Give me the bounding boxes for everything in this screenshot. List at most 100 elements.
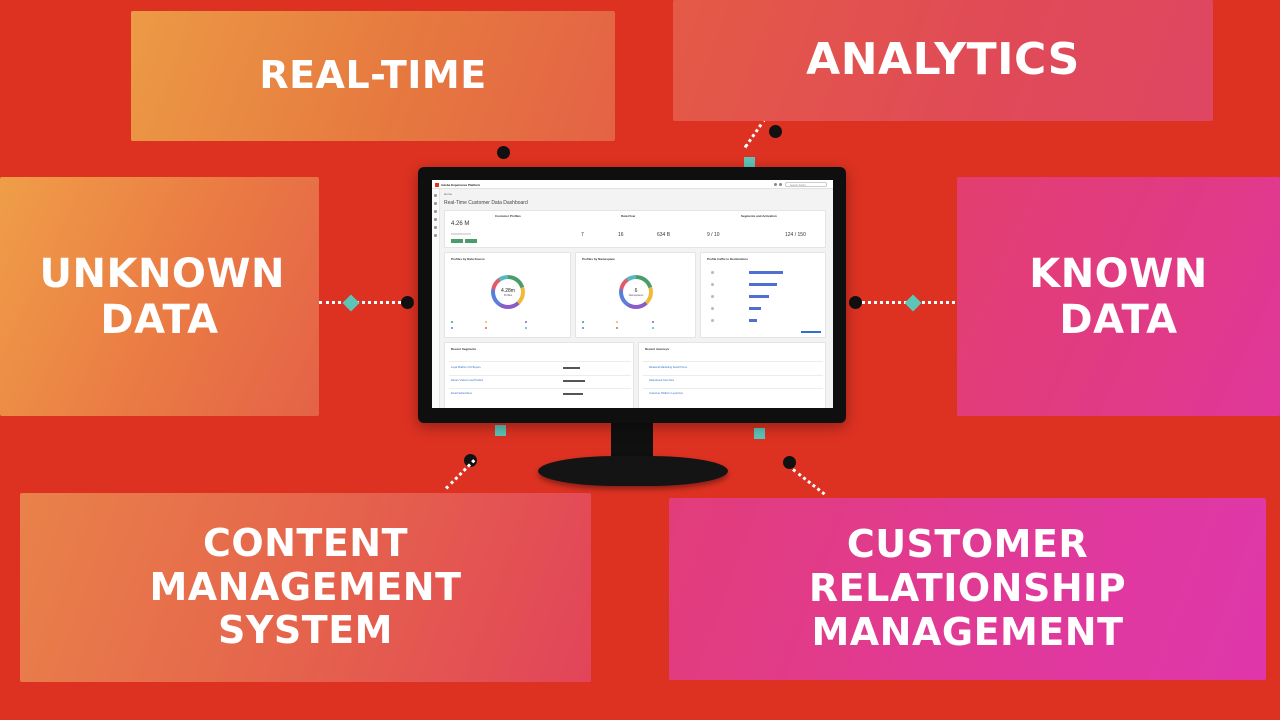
data-flow-value-2: 16 — [618, 232, 624, 238]
monitor-stand-base — [538, 456, 728, 486]
view-destinations-link[interactable] — [801, 331, 821, 333]
row-divider — [643, 361, 823, 362]
profiles-by-source-ring-value: 4.28m — [501, 287, 515, 294]
recent-journey-row-1[interactable]: Weekend Marketing Send Promo — [649, 366, 688, 369]
data-flow-value-1: 7 — [581, 232, 584, 238]
profiles-by-namespace-ring-value: 6 — [634, 287, 638, 294]
help-icon[interactable] — [774, 183, 777, 186]
profile-traffic-title: Profile traffic to Destinations — [707, 257, 749, 261]
customer-profiles-sub — [451, 233, 471, 235]
nav-destinations-icon[interactable] — [434, 234, 437, 237]
recent-journey-row-3[interactable]: Customer Platform Loyal Ups — [649, 392, 683, 395]
destination-icon — [711, 319, 714, 322]
profiles-by-namespace-title: Profiles by Namespace — [582, 257, 615, 261]
panel-cms-label: CONTENT MANAGEMENT SYSTEM — [149, 520, 462, 653]
nav-profiles-icon[interactable] — [434, 218, 437, 221]
dashboard-screen: Adobe Experience Platform Search Adobe H… — [432, 180, 833, 408]
recent-journeys-card: Recent Journeys Weekend Marketing Send P… — [638, 342, 826, 408]
page-title: Real-Time Customer Data Dashboard — [444, 200, 528, 206]
row-divider — [643, 388, 823, 389]
breadcrumb[interactable]: Home — [444, 192, 453, 196]
customer-profiles-value: 4.26 M — [451, 221, 470, 227]
panel-real-time: REAL-TIME — [131, 11, 615, 141]
recent-segment-row-2[interactable]: Return Visitors Last Product — [451, 379, 484, 382]
legend-dot — [451, 327, 453, 329]
row-divider — [449, 388, 631, 389]
row-divider — [449, 361, 631, 362]
dashboard-brand: Adobe Experience Platform — [441, 183, 481, 187]
connector-left — [319, 301, 414, 304]
traffic-bar — [749, 283, 777, 286]
panel-unknown-data: UNKNOWN DATA — [0, 177, 319, 416]
recent-segments-title: Recent Segments — [451, 347, 477, 351]
panel-known-data: KNOWN DATA — [957, 177, 1280, 416]
segment-size-bar — [563, 367, 580, 369]
profiles-by-source-ring-label: Profiles — [503, 293, 513, 297]
profiles-by-source-donut-center: 4.28m Profiles — [495, 279, 521, 305]
traffic-bar — [749, 271, 783, 274]
legend-dot — [616, 321, 618, 323]
legend-dot — [525, 321, 527, 323]
connector-top-left-dot — [497, 146, 510, 159]
traffic-bar — [749, 307, 761, 310]
traffic-bar — [749, 319, 757, 322]
nav-home-icon[interactable] — [434, 194, 437, 197]
row-divider — [643, 375, 823, 376]
segments-activation-value-1: 9 / 10 — [707, 232, 720, 238]
connector-top-right-marker — [744, 157, 755, 168]
destination-icon — [711, 295, 714, 298]
connector-bottom-left-marker — [495, 425, 506, 436]
monitor: Adobe Experience Platform Search Adobe H… — [418, 167, 846, 423]
panel-customer-relationship-management: CUSTOMER RELATIONSHIP MANAGEMENT — [669, 498, 1266, 680]
legend-dot — [582, 321, 584, 323]
search-input[interactable]: Search Adobe — [785, 182, 827, 187]
segments-activation-value-2: 124 / 150 — [785, 232, 806, 238]
connector-bottom-right-marker — [754, 428, 765, 439]
connector-right-dot — [849, 296, 862, 309]
destination-icon — [711, 271, 714, 274]
customer-profiles-btn-a[interactable] — [451, 239, 463, 243]
legend-dot — [652, 321, 654, 323]
profiles-by-source-title: Profiles by Data Source — [451, 257, 485, 261]
connector-top-right-dot — [769, 125, 782, 138]
panel-crm-label: CUSTOMER RELATIONSHIP MANAGEMENT — [808, 522, 1127, 654]
panel-analytics: ANALYTICS — [673, 0, 1213, 121]
nav-data-icon[interactable] — [434, 210, 437, 213]
data-flow-title: Data Flow — [621, 214, 636, 218]
notification-icon[interactable] — [779, 183, 782, 186]
profiles-by-source-donut: 4.28m Profiles — [491, 275, 525, 309]
panel-analytics-label: ANALYTICS — [806, 34, 1080, 86]
customer-profiles-btn-b[interactable] — [465, 239, 477, 243]
profiles-by-source-card: Profiles by Data Source 4.28m Profiles — [444, 252, 571, 338]
segment-size-bar — [563, 380, 585, 382]
recent-segment-row-1[interactable]: Loyal Platform US Buyers — [451, 366, 481, 369]
legend-dot — [582, 327, 584, 329]
nav-segments-icon[interactable] — [434, 226, 437, 229]
legend-dot — [485, 321, 487, 323]
dashboard-topbar: Adobe Experience Platform Search Adobe — [432, 180, 833, 189]
profiles-by-namespace-donut-center: 6 Namespaces — [623, 279, 649, 305]
traffic-bar — [749, 295, 769, 298]
panel-content-management-system: CONTENT MANAGEMENT SYSTEM — [20, 493, 591, 682]
panel-known-data-label: KNOWN DATA — [1029, 250, 1208, 343]
row-divider — [449, 375, 631, 376]
segments-activation-title: Segments and Activation — [741, 214, 777, 218]
recent-journeys-title: Recent Journeys — [645, 347, 670, 351]
connector-bottom-left — [444, 459, 476, 490]
connector-bottom-right-dot — [783, 456, 796, 469]
profiles-by-namespace-ring-label: Namespaces — [628, 293, 644, 297]
recent-segment-row-3[interactable]: Email Subscribers — [451, 392, 472, 395]
recent-journey-row-2[interactable]: Abandoned Cart Flow — [649, 379, 675, 382]
legend-dot — [616, 327, 618, 329]
legend-dot — [451, 321, 453, 323]
profile-traffic-card: Profile traffic to Destinations — [700, 252, 826, 338]
summary-card: Customer Profiles 4.26 M Data Flow 7 16 … — [444, 210, 826, 248]
connector-right-marker — [904, 294, 922, 312]
panel-real-time-label: REAL-TIME — [259, 53, 487, 98]
connector-left-marker — [342, 294, 360, 312]
connector-left-dot — [401, 296, 414, 309]
connector-right — [850, 301, 955, 304]
profiles-by-namespace-card: Profiles by Namespace 6 Namespaces — [575, 252, 696, 338]
destination-icon — [711, 283, 714, 286]
nav-browse-icon[interactable] — [434, 202, 437, 205]
